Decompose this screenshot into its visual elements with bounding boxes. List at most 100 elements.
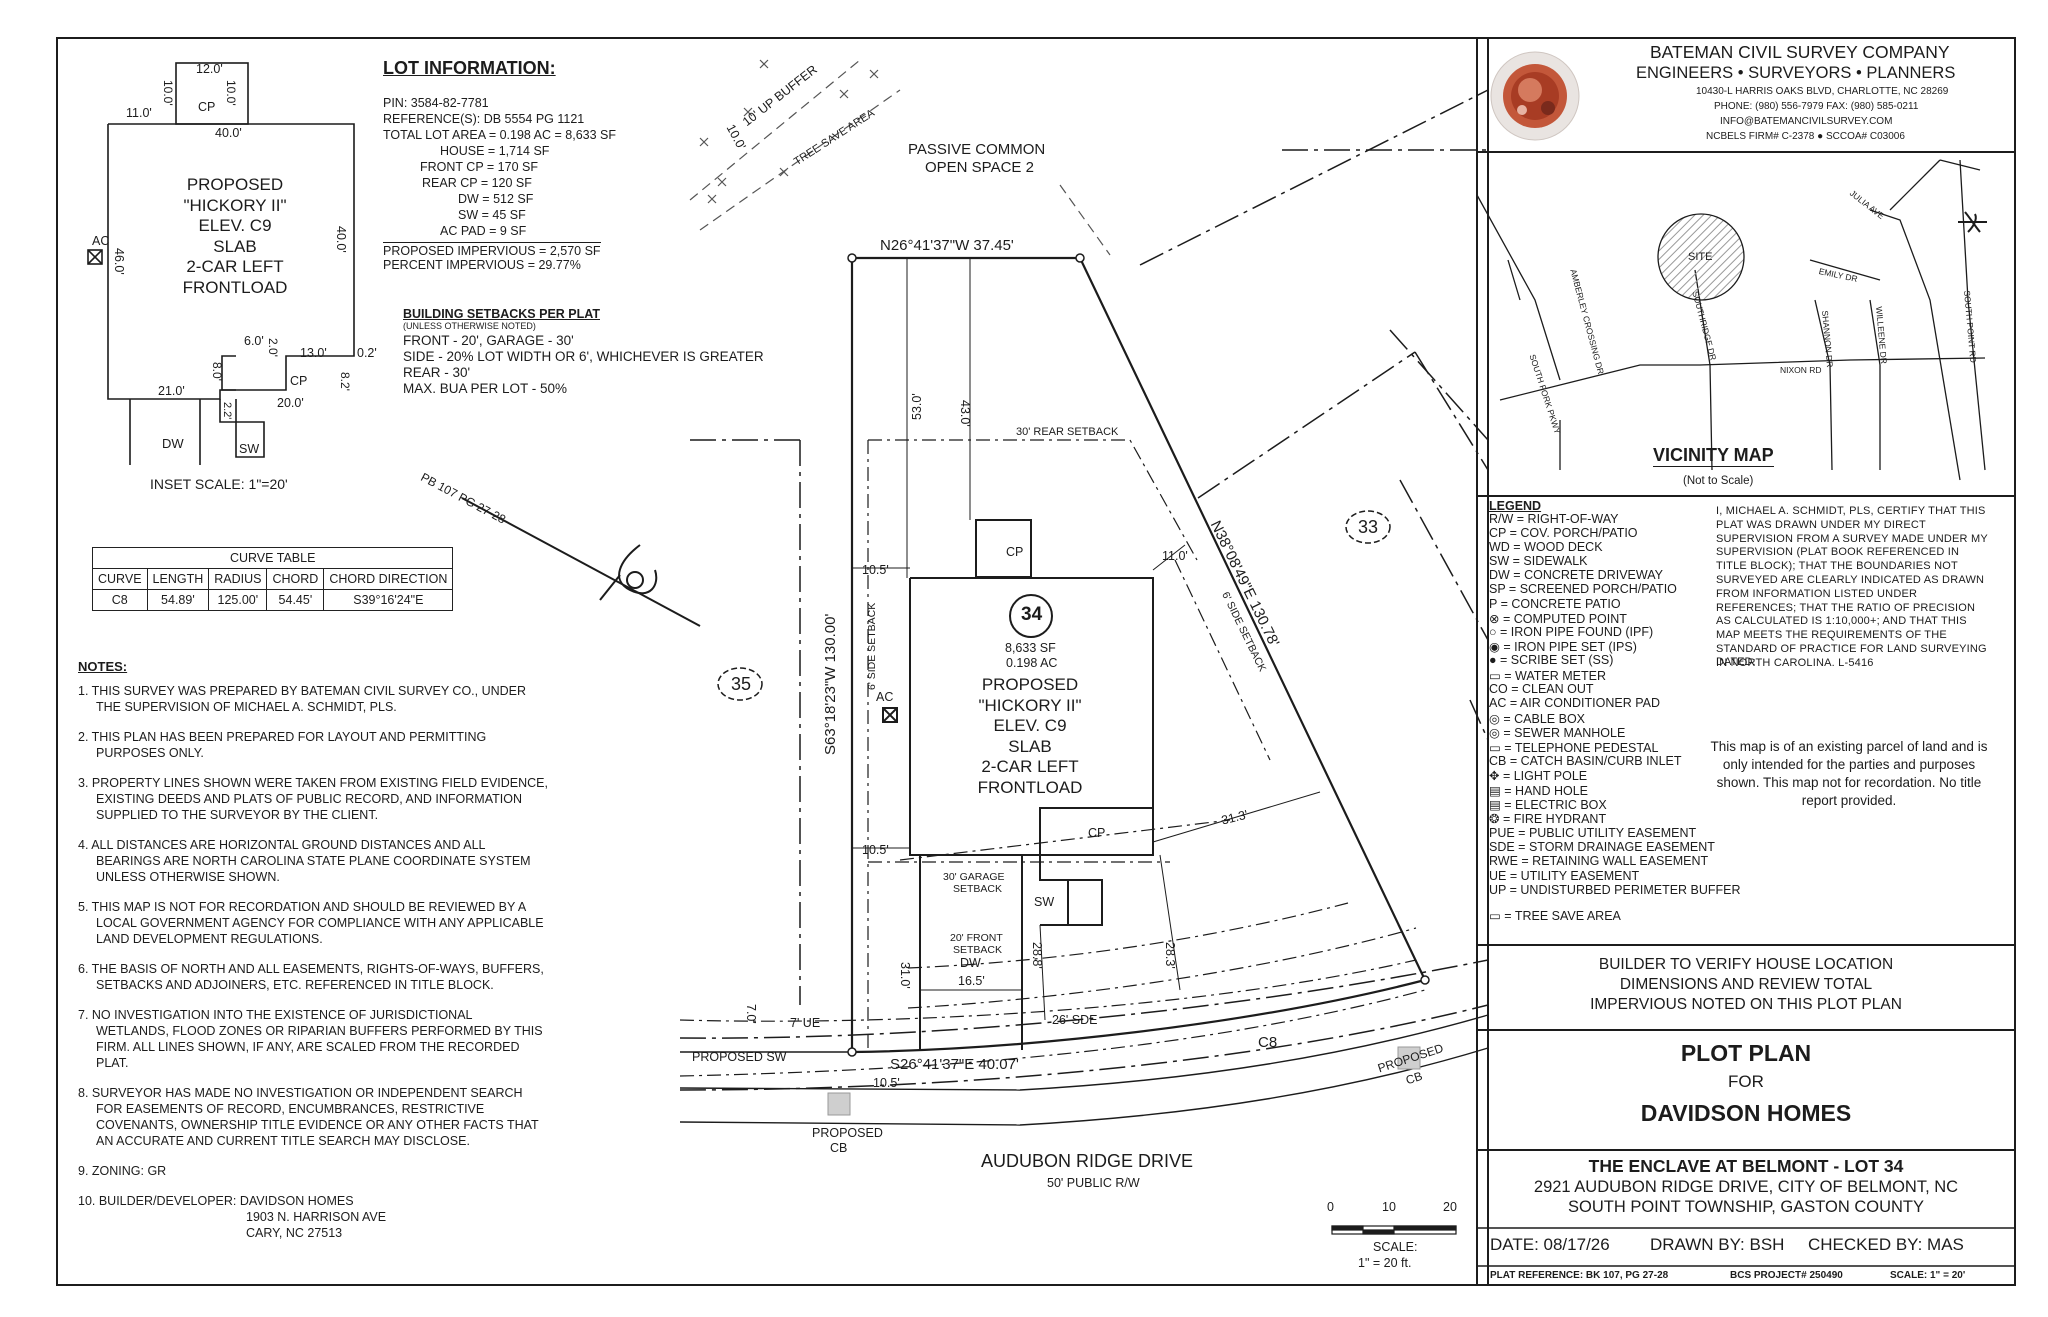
road-right-of-way: 50' PUBLIC R/W: [1047, 1176, 1140, 1190]
legend-item: RWE = RETAINING WALL EASEMENT: [1489, 854, 1709, 868]
project-name: THE ENCLAVE AT BELMONT - LOT 34: [1588, 1156, 1904, 1176]
company-disciplines: ENGINEERS • SURVEYORS • PLANNERS: [1636, 64, 1956, 82]
plot-plan-heading: PLOT PLAN FOR DAVIDSON HOMES: [1477, 1038, 2015, 1130]
legend-item: CO = CLEAN OUT: [1489, 682, 1594, 696]
legend-item: ▤ = HAND HOLE: [1489, 784, 1588, 798]
inset-dim: 2.0': [266, 338, 280, 357]
dim-label: 7.0': [744, 1004, 758, 1024]
curve-table-cell: 54.45': [266, 589, 325, 611]
dim-label: 10.5': [873, 1076, 900, 1090]
rear-setback-label: 30' REAR SETBACK: [1016, 426, 1119, 438]
north-arrow-icon: [1958, 211, 1987, 233]
inset-dim: 0.2': [357, 346, 377, 360]
west-bearing: S63°18'23"W 130.00': [822, 613, 839, 755]
legend-item: ● = SCRIBE SET (SS): [1489, 653, 1614, 667]
front-bearing: S26°41'37"E 40.07': [890, 1056, 1019, 1073]
note-line: 9. ZONING: GR: [78, 1164, 167, 1178]
lot-info-line: HOUSE = 1,714 SF: [440, 144, 550, 158]
dim-label: 53.0': [910, 393, 924, 420]
note-line: COVENANTS, OWNERSHIP TITLE EVIDENCE OR A…: [96, 1118, 539, 1132]
plot-plan-title: PLOT PLAN: [1680, 1040, 1812, 1066]
legend-item: ◉ = IRON PIPE SET (IPS): [1489, 640, 1637, 654]
project-info: THE ENCLAVE AT BELMONT - LOT 34 2921 AUD…: [1477, 1156, 2015, 1217]
garage-setback-label: 30' GARAGE: [943, 871, 1005, 883]
inset-dim: 2.2': [221, 402, 233, 420]
surveyor-certification: I, MICHAEL A. SCHMIDT, PLS, CERTIFY THAT…: [1716, 505, 1988, 669]
notes-heading: NOTES:: [78, 659, 128, 674]
legend-item: ❂ = FIRE HYDRANT: [1489, 812, 1607, 826]
dim-label: 28.3': [1163, 942, 1177, 969]
inset-dim: 20.0': [277, 396, 304, 410]
dimension-lines: [852, 258, 1321, 1021]
note-line: EXISTING DEEDS AND PLATS OF PUBLIC RECOR…: [96, 792, 522, 806]
company-address: 10430-L HARRIS OAKS BLVD, CHARLOTTE, NC …: [1696, 86, 1949, 97]
note-line: 1. THIS SURVEY WAS PREPARED BY BATEMAN C…: [78, 684, 527, 698]
setbacks-heading: BUILDING SETBACKS PER PLAT: [403, 307, 600, 321]
curve-table-cell: S39°16'24"E: [323, 589, 454, 611]
note-line: 5. THIS MAP IS NOT FOR RECORDATION AND S…: [78, 900, 527, 914]
certification-dated: DATED:: [1716, 656, 1756, 668]
curve-table: CURVE TABLE CURVE LENGTH RADIUS CHORD CH…: [91, 547, 454, 611]
company-logo: [1490, 51, 1580, 141]
note-line: FIRM. ALL LINES SHOWN, IF ANY, ARE SCALE…: [96, 1040, 520, 1054]
legend-item: ▭ = TREE SAVE AREA: [1489, 909, 1621, 923]
dim-label: 43.0': [958, 400, 972, 427]
setbacks-line: MAX. BUA PER LOT - 50%: [403, 381, 568, 396]
note-line: 4. ALL DISTANCES ARE HORIZONTAL GROUND D…: [78, 838, 486, 852]
sw-label: SW: [1034, 895, 1055, 909]
inset-house-plan: [87, 62, 355, 465]
inset-cp-front: CP: [290, 374, 308, 388]
legend-item: ▤ = ELECTRIC BOX: [1489, 798, 1607, 812]
inset-dim: 21.0': [158, 384, 185, 398]
lot-info-line: REAR CP = 120 SF: [422, 176, 532, 190]
note-line: CARY, NC 27513: [246, 1226, 343, 1240]
legend-item: PUE = PUBLIC UTILITY EASEMENT: [1489, 826, 1697, 840]
adjacent-lot-markers: [717, 510, 1391, 701]
inset-house-text: PROPOSED "HICKORY II" ELEV. C9 SLAB 2-CA…: [182, 175, 288, 297]
setback-lines: [679, 439, 1426, 1077]
legend-item: CP = COV. PORCH/PATIO: [1489, 526, 1638, 540]
lot-info-heading: LOT INFORMATION:: [383, 58, 556, 78]
lot-info-line: FRONT CP = 170 SF: [420, 160, 538, 174]
adjacent-lot-lines: [679, 89, 1489, 1091]
setbacks-line: SIDE - 20% LOT WIDTH OR 6', WHICHEVER IS…: [403, 349, 764, 364]
inset-dim: 13.0': [300, 346, 327, 360]
inset-dim: 11.0': [126, 106, 152, 120]
lot-info-line: SW = 45 SF: [458, 208, 526, 222]
dim-label: 28.8': [1030, 942, 1044, 969]
inset-dim: 40.0': [334, 226, 348, 253]
lot-number: 34: [1021, 604, 1043, 625]
garage-setback-label: SETBACK: [953, 883, 1003, 895]
scale-tick: 10: [1382, 1200, 1396, 1214]
ue-label: 7' UE: [790, 1016, 821, 1030]
title-block-scale: SCALE: 1" = 20': [1890, 1270, 1966, 1281]
inset-dim: 10.0': [161, 80, 175, 106]
inset-dim: 46.0': [112, 248, 126, 275]
company-name: BATEMAN CIVIL SURVEY COMPANY: [1650, 42, 1950, 62]
legend-item: ◎ = CABLE BOX: [1489, 712, 1586, 726]
builder-note: BUILDER TO VERIFY HOUSE LOCATION DIMENSI…: [1590, 956, 1902, 1013]
legend-item: ◎ = SEWER MANHOLE: [1489, 726, 1626, 740]
inset-scale: INSET SCALE: 1"=20': [150, 476, 288, 492]
legend-item: UE = UTILITY EASEMENT: [1489, 869, 1640, 883]
proposed-cb-label: PROPOSED: [812, 1126, 883, 1140]
legend-item: R/W = RIGHT-OF-WAY: [1489, 512, 1619, 526]
company-phone: PHONE: (980) 556-7979 FAX: (980) 585-021…: [1714, 101, 1919, 112]
front-cp-label: CP: [1088, 826, 1106, 840]
note-line: PURPOSES ONLY.: [96, 746, 204, 760]
vicinity-map-title: VICINITY MAP: [1653, 445, 1774, 467]
side-setback-label: 6' SIDE SETBACK: [866, 602, 878, 690]
front-setback-label: 20' FRONT: [950, 932, 1003, 944]
curve-table-header: CHORD DIRECTION: [323, 568, 454, 590]
note-line: 10. BUILDER/DEVELOPER: DAVIDSON HOMES: [78, 1194, 354, 1208]
inset-dim: 40.0': [215, 126, 242, 140]
title-block-frame: [1476, 37, 2016, 1286]
dim-label: 31.0': [898, 962, 912, 989]
project-township: SOUTH POINT TOWNSHIP, GASTON COUNTY: [1567, 1198, 1925, 1216]
lot-boundary: [850, 256, 1426, 1054]
note-line: PLAT.: [96, 1056, 129, 1070]
scale-tick: 20: [1443, 1200, 1457, 1214]
legend-title: LEGEND: [1489, 499, 1542, 513]
plan-north-arrow-icon: [461, 497, 701, 627]
